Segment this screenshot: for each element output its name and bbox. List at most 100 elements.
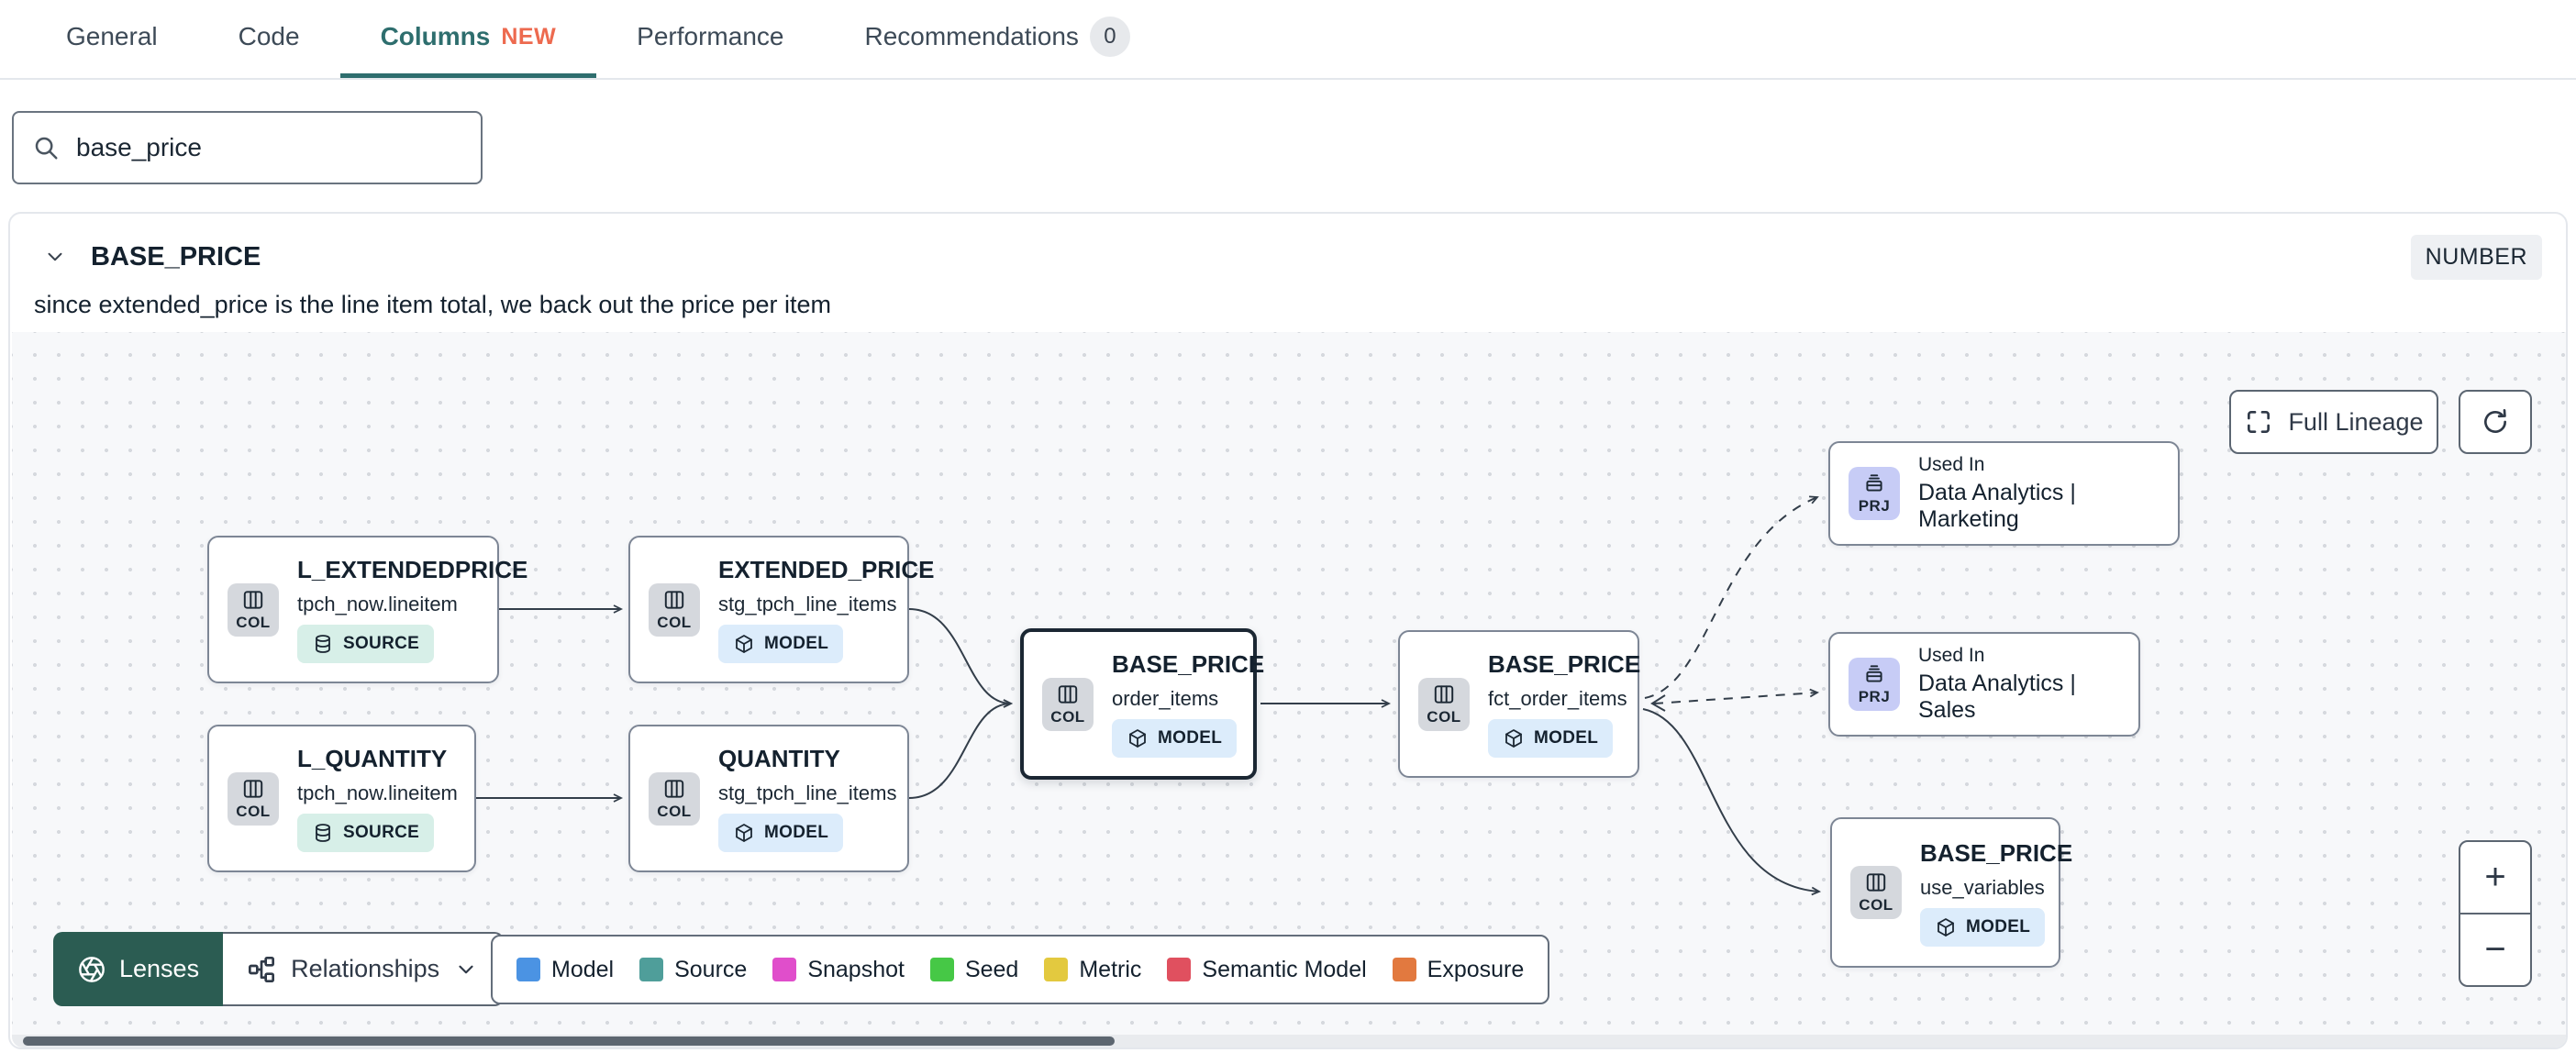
tab-label: Recommendations xyxy=(864,22,1079,50)
zoom-controls: + − xyxy=(2459,840,2532,987)
tab-code[interactable]: Code xyxy=(198,0,340,78)
database-icon xyxy=(316,824,330,842)
model-badge: MODEL xyxy=(1112,719,1238,758)
node-subtitle: tpch_now.lineitem xyxy=(297,781,458,804)
col-chip: COL xyxy=(1850,866,1902,919)
col-chip: COL xyxy=(1418,677,1470,731)
scrollbar-thumb[interactable] xyxy=(23,1036,1115,1046)
data-type-badge: NUMBER xyxy=(2410,234,2542,280)
column-name: BASE_PRICE xyxy=(91,241,261,272)
node-subtitle: order_items xyxy=(1112,687,1219,710)
search-input[interactable] xyxy=(76,133,462,162)
legend-item-source: Source xyxy=(639,957,747,983)
project-icon xyxy=(1866,665,1882,682)
model-badge: MODEL xyxy=(1920,907,2046,947)
cube-icon xyxy=(1129,729,1146,748)
columns-icon xyxy=(243,590,263,609)
col-chip: COL xyxy=(649,582,700,637)
col-chip: COL xyxy=(228,771,279,826)
node-title: L_QUANTITY xyxy=(297,745,448,772)
tab-general[interactable]: General xyxy=(26,0,198,78)
search-box[interactable] xyxy=(12,111,483,184)
legend-swatch xyxy=(639,958,664,981)
relationships-dropdown[interactable]: Relationships xyxy=(223,932,505,1006)
legend-swatch xyxy=(772,958,797,981)
lineage-node-extended-price[interactable]: COL EXTENDED_PRICE stg_tpch_line_items M… xyxy=(628,536,935,683)
chip-label: COL xyxy=(657,613,692,631)
col-chip: COL xyxy=(228,582,279,637)
model-badge: MODEL xyxy=(718,814,844,852)
lineage-node-base-price-fct-order-items[interactable]: COL BASE_PRICE fct_order_items MODEL xyxy=(1398,630,1641,778)
node-title: QUANTITY xyxy=(718,745,840,772)
zoom-in-button[interactable]: + xyxy=(2460,842,2530,914)
node-subtitle: use_variables xyxy=(1920,875,2045,899)
lineage-node-base-price-use-variables[interactable]: COL BASE_PRICE use_variables MODEL xyxy=(1830,817,2072,968)
horizontal-scrollbar[interactable] xyxy=(12,1035,2566,1047)
legend-item-metric: Metric xyxy=(1044,957,1141,983)
prj-chip: PRJ xyxy=(1849,658,1900,711)
legend-item-model: Model xyxy=(516,957,614,983)
refresh-icon xyxy=(2484,409,2506,433)
legend-item-seed: Seed xyxy=(929,957,1018,983)
cube-icon xyxy=(736,824,752,842)
zoom-out-button[interactable]: − xyxy=(2484,929,2506,970)
tab-recommendations[interactable]: Recommendations 0 xyxy=(824,0,1170,78)
columns-icon xyxy=(1866,873,1886,892)
lineage-node-base-price-order-items[interactable]: COL BASE_PRICE order_items MODEL xyxy=(1020,628,1264,780)
legend-swatch xyxy=(1392,958,1416,981)
lineage-node-quantity[interactable]: COL QUANTITY stg_tpch_line_items MODEL xyxy=(628,725,909,872)
chevron-down-icon[interactable] xyxy=(43,245,67,269)
search-row xyxy=(12,111,483,184)
expand-icon xyxy=(2248,411,2271,433)
tab-columns[interactable]: Columns NEW xyxy=(339,0,597,78)
search-icon xyxy=(35,137,58,160)
chip-label: COL xyxy=(1427,707,1461,726)
column-card: BASE_PRICE NUMBER since extended_price i… xyxy=(8,212,2568,1049)
source-badge: SOURCE xyxy=(297,814,435,852)
lenses-toolbar: Lenses Relationships xyxy=(53,932,505,1006)
node-title: L_EXTENDEDPRICE xyxy=(297,556,528,583)
lineage-node-l-quantity[interactable]: COL L_QUANTITY tpch_now.lineitem SOURCE xyxy=(207,725,476,872)
cube-icon xyxy=(736,635,752,653)
legend-swatch xyxy=(1044,958,1069,981)
columns-icon xyxy=(243,779,263,798)
chip-label: COL xyxy=(1859,896,1893,914)
legend-swatch xyxy=(516,958,540,981)
columns-icon xyxy=(1434,684,1454,704)
chip-label: PRJ xyxy=(1858,497,1891,515)
lineage-node-exposure-marketing[interactable]: PRJ Used In Data Analytics | Marketing xyxy=(1828,441,2180,546)
column-card-header: BASE_PRICE NUMBER xyxy=(10,214,2566,280)
columns-icon xyxy=(664,590,684,609)
chip-label: COL xyxy=(657,802,692,820)
node-subtitle: stg_tpch_line_items xyxy=(718,593,897,615)
tab-label: Code xyxy=(238,22,300,50)
chevron-down-icon xyxy=(459,965,473,973)
tab-label: Columns xyxy=(380,22,491,50)
lineage-canvas[interactable]: COL L_EXTENDEDPRICE tpch_now.lineitem SO… xyxy=(12,332,2566,1035)
tab-label: General xyxy=(66,22,158,50)
recommendations-count-badge: 0 xyxy=(1089,17,1130,57)
lenses-button[interactable]: Lenses xyxy=(53,932,224,1006)
node-subtitle: fct_order_items xyxy=(1488,687,1627,710)
legend-item-exposure: Exposure xyxy=(1392,957,1524,983)
refresh-button[interactable] xyxy=(2459,390,2532,454)
used-in-label: Used In xyxy=(1918,454,1985,475)
columns-icon xyxy=(664,779,684,798)
legend-swatch xyxy=(929,958,954,981)
legend-item-semantic-model: Semantic Model xyxy=(1167,957,1367,983)
column-description: since extended_price is the line item to… xyxy=(34,291,831,318)
lineage-node-l-extendedprice[interactable]: COL L_EXTENDEDPRICE tpch_now.lineitem SO… xyxy=(207,536,527,683)
full-lineage-button[interactable]: Full Lineage xyxy=(2229,390,2438,454)
lineage-node-exposure-sales[interactable]: PRJ Used In Data Analytics | Sales xyxy=(1828,632,2140,737)
source-badge: SOURCE xyxy=(297,625,435,663)
tab-performance[interactable]: Performance xyxy=(596,0,824,78)
exposure-title: Data Analytics | Sales xyxy=(1918,671,2076,723)
tab-label: Performance xyxy=(637,22,784,50)
tab-bar: General Code Columns NEW Performance Rec… xyxy=(0,0,2576,80)
database-icon xyxy=(316,635,330,653)
col-chip: COL xyxy=(1042,677,1094,731)
chip-label: PRJ xyxy=(1858,688,1891,705)
legend-item-snapshot: Snapshot xyxy=(772,957,905,983)
model-badge: MODEL xyxy=(1488,719,1614,758)
node-title: BASE_PRICE xyxy=(1488,650,1641,678)
